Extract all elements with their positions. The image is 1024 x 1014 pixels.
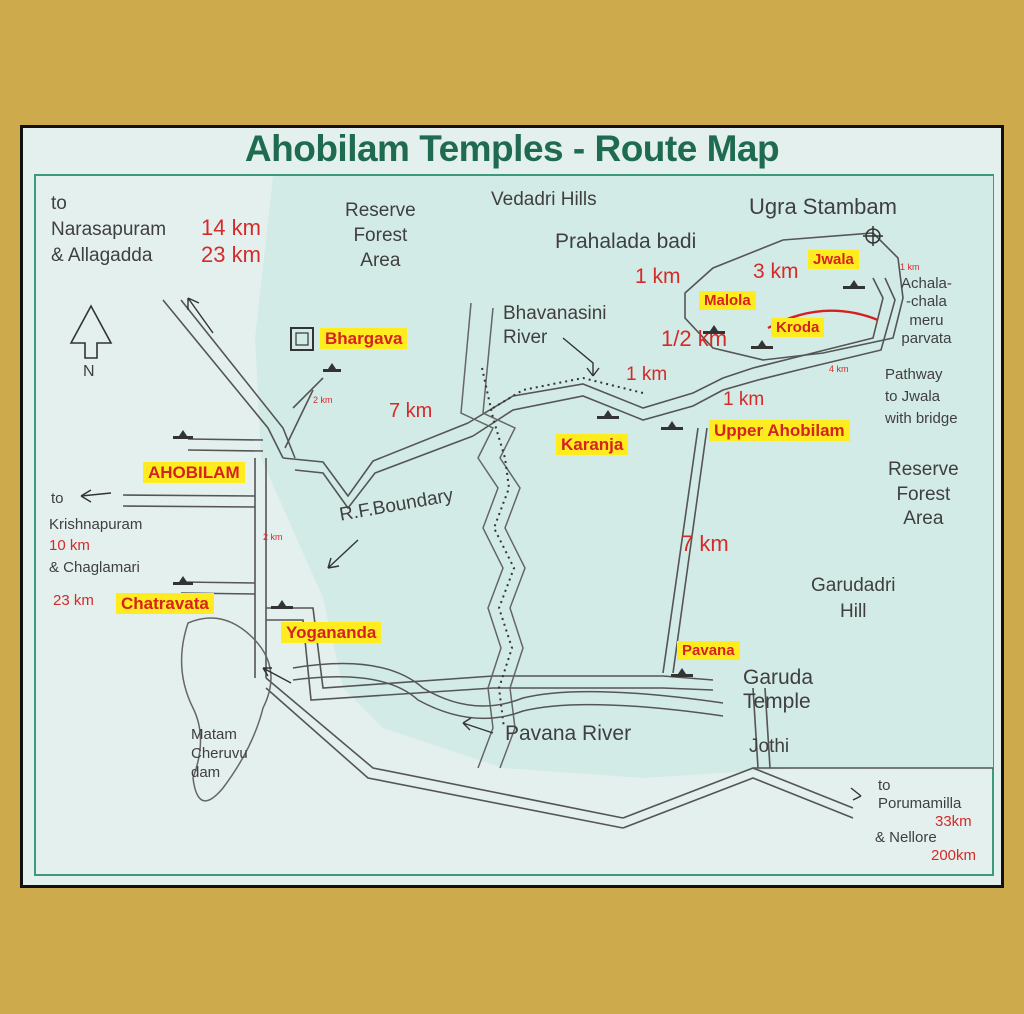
- label-jothi: Jothi: [749, 736, 790, 757]
- dist-narasapuram: 14 km: [201, 215, 261, 240]
- temple-ahobilam: AHOBILAM: [143, 462, 245, 483]
- bhavanasini-river-dots: [481, 367, 516, 729]
- dist-ahobilam-yogananda: 2 km: [263, 532, 283, 542]
- temple-malola: Malola: [699, 291, 756, 310]
- dist-jwala: 3 km: [753, 260, 799, 283]
- temple-icon-jwala: [843, 280, 865, 289]
- dist-porumamilla: 33km: [935, 813, 972, 830]
- label-pavana-river: Pavana River: [505, 722, 632, 745]
- north-arrow-icon: [69, 304, 113, 359]
- dist-karanja-upper: 1 km: [626, 364, 668, 385]
- temple-yogananda: Yogananda: [281, 622, 382, 643]
- temple-karanja: Karanja: [556, 434, 629, 455]
- dest-narasapuram-name: Narasapuram: [51, 219, 167, 240]
- label-garudadri-hill: Garudadri Hill: [811, 575, 896, 622]
- label-ugra-stambam: Ugra Stambam: [749, 194, 897, 219]
- dest-narasapuram-to: to: [51, 193, 67, 214]
- label-achala-chala-meru: Achala- -chala meru parvata: [901, 275, 952, 347]
- temple-kroda: Kroda: [771, 318, 825, 337]
- temple-pavana: Pavana: [677, 641, 740, 660]
- label-garuda-temple: Garuda Temple: [743, 666, 814, 714]
- label-pathway-jwala: Pathway to Jwala with bridge: [885, 366, 958, 427]
- temple-icon-upper: [661, 421, 683, 430]
- label-matam-cheruvu-dam: Matam Cheruvu dam: [191, 726, 248, 781]
- north-label: N: [83, 363, 95, 380]
- pavana-river-line: [292, 662, 724, 707]
- dist-malola: 1/2 km: [661, 326, 728, 351]
- dest-krishnapuram-name: Krishnapuram: [49, 516, 143, 533]
- temple-icon-pavana: [671, 668, 693, 677]
- dist-nellore: 200km: [931, 847, 977, 864]
- temple-icon-ahobilam: [173, 430, 193, 439]
- label-prahalada-badi: Prahalada badi: [555, 230, 697, 253]
- temple-jwala: Jwala: [808, 250, 859, 269]
- temple-icons: [173, 280, 865, 677]
- dist-bhargava: 2 km: [313, 395, 333, 405]
- pointer-arrows: [80, 297, 862, 801]
- dist-upper: 1 km: [723, 389, 765, 410]
- bhargava-square-icon: [290, 327, 314, 351]
- map-drawing: [34, 174, 994, 876]
- temple-chatravata: Chatravata: [116, 593, 214, 614]
- route-map: Ahobilam Temples - Route Map N to Narasa…: [20, 125, 1004, 888]
- dest-nellore-name: & Nellore: [875, 829, 937, 846]
- dest-allagadda-name: & Allagadda: [51, 245, 153, 266]
- dist-prahalada: 1 km: [635, 265, 681, 288]
- matam-dam-lake: [180, 617, 272, 802]
- dest-chaglamari-name: & Chaglamari: [49, 559, 140, 576]
- dist-allagadda: 23 km: [201, 242, 261, 267]
- label-reserve-forest-east: Reserve Forest Area: [888, 459, 959, 530]
- temple-icon-karanja: [597, 410, 619, 419]
- dist-chaglamari: 23 km: [53, 592, 94, 609]
- dist-jwala-1km: 1 km: [900, 262, 920, 272]
- temple-icon-kroda: [751, 340, 773, 349]
- temple-icon-bhargava: [323, 363, 341, 372]
- bhavanasini-river-line: [460, 302, 504, 769]
- temple-icon-yogananda: [271, 600, 293, 609]
- page-title: Ahobilam Temples - Route Map: [244, 128, 780, 169]
- upper-route-loop: [684, 232, 904, 361]
- temple-upper-ahobilam: Upper Ahobilam: [709, 420, 850, 441]
- label-vedadri-hills: Vedadri Hills: [491, 189, 597, 210]
- temple-icon-malola: [703, 325, 725, 334]
- label-bhavanasini-river: Bhavanasini River: [503, 303, 607, 349]
- dist-to-pavana: 7 km: [681, 531, 729, 556]
- dest-porumamilla-to: to: [878, 777, 891, 794]
- dest-porumamilla-name: Porumamilla: [878, 795, 962, 812]
- label-reserve-forest-west: Reserve Forest Area: [345, 200, 416, 272]
- temple-bhargava: Bhargava: [320, 328, 408, 349]
- roads: [122, 277, 993, 829]
- dist-bridge: 4 km: [829, 364, 849, 374]
- ugra-stambam-icon: [863, 226, 883, 246]
- dist-krishnapuram: 10 km: [49, 537, 90, 554]
- dist-to-karanja: 7 km: [389, 400, 433, 422]
- dest-krishnapuram-to: to: [51, 490, 64, 507]
- temple-icon-chatravata: [173, 576, 193, 585]
